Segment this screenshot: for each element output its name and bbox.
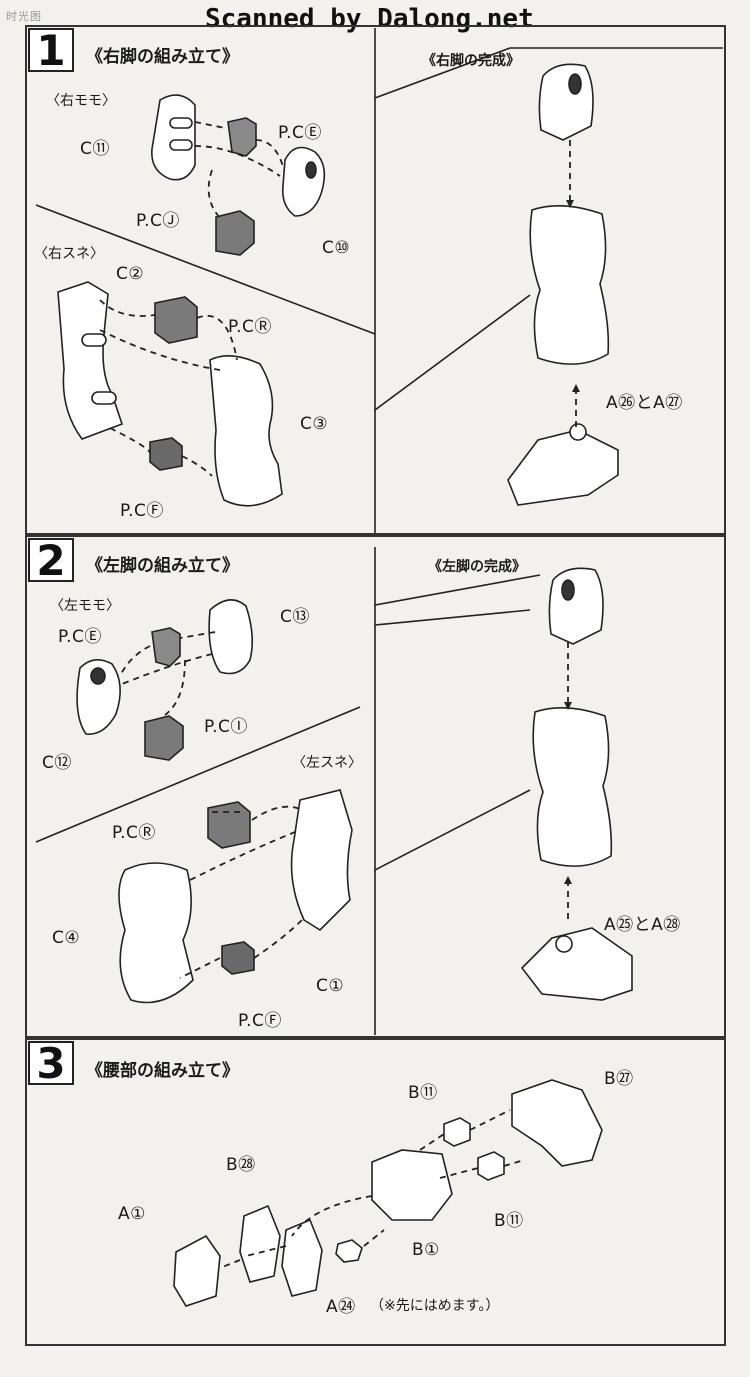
label-pc-r-1: P.CⓇ <box>228 317 272 337</box>
part-b27 <box>511 1079 603 1167</box>
part-b28-2 <box>281 1218 323 1297</box>
label-right-foot: A㉖とA㉗ <box>606 393 683 413</box>
label-pc-e-2: P.CⒺ <box>58 627 102 647</box>
label-left-foot: A㉕とA㉘ <box>604 915 681 935</box>
step3-frame <box>25 1038 726 1346</box>
step1-title: 《右脚の組み立て》 <box>86 47 239 67</box>
part-c3 <box>209 355 283 507</box>
part-c4 <box>118 862 194 1004</box>
step1-divider-right <box>374 294 531 412</box>
part-pc-i <box>144 715 184 761</box>
part-left-leg-mid <box>532 707 613 867</box>
step3-number: 3 <box>28 1041 74 1085</box>
label-a24-note: （※先にはめます。） <box>370 1298 500 1314</box>
part-c10 <box>281 146 326 217</box>
part-right-foot <box>507 429 619 506</box>
label-c3: C③ <box>300 414 329 434</box>
label-c2: C② <box>116 264 145 284</box>
step2-complete-title: 《左脚の完成》 <box>428 559 526 575</box>
label-c12: C⑫ <box>42 753 72 773</box>
label-pc-f-1: P.CⒻ <box>120 501 164 521</box>
label-c10: C⑩ <box>322 238 351 258</box>
part-b11-right <box>477 1151 505 1181</box>
part-c2 <box>57 281 124 440</box>
step1-complete-title: 《右脚の完成》 <box>422 53 520 69</box>
part-pc-e-1 <box>227 117 257 157</box>
part-right-leg-mid <box>529 205 610 365</box>
step2-sub-thigh: 〈左モモ〉 <box>50 598 120 614</box>
label-a24: A㉔ <box>326 1297 356 1317</box>
label-pc-f-2: P.CⒻ <box>238 1011 282 1031</box>
part-left-leg-top <box>548 567 604 645</box>
part-c13 <box>208 599 254 675</box>
step3-title: 《腰部の組み立て》 <box>86 1061 239 1081</box>
part-c1 <box>290 789 353 932</box>
step1-sub-thigh: 〈右モモ〉 <box>46 93 116 109</box>
step2-title: 《左脚の組み立て》 <box>86 556 239 576</box>
step1-number: 1 <box>28 28 74 72</box>
part-b11-top <box>443 1117 471 1147</box>
step1-divider-diag <box>35 204 376 335</box>
part-right-leg-top <box>538 63 594 141</box>
part-a1 <box>173 1234 221 1307</box>
part-pc-f-1 <box>149 437 183 471</box>
part-pc-r-1 <box>154 296 198 344</box>
label-pc-j: P.CⒿ <box>136 211 180 231</box>
label-a1: A① <box>118 1204 146 1224</box>
label-c13: C⑬ <box>280 607 310 627</box>
step2-sub-shin: 〈左スネ〉 <box>292 755 362 771</box>
label-b1: B① <box>412 1240 440 1260</box>
part-pc-r-2 <box>207 801 251 849</box>
label-c1: C① <box>316 976 345 996</box>
step2-divider-right <box>374 625 531 872</box>
label-c4: C④ <box>52 928 81 948</box>
step1-frame <box>25 25 726 535</box>
part-c12 <box>76 659 121 735</box>
part-b28 <box>239 1204 281 1283</box>
label-b11-right: B⑪ <box>494 1211 524 1231</box>
part-pc-e-2 <box>151 627 181 667</box>
part-pc-j <box>215 210 255 256</box>
label-b27: B㉗ <box>604 1069 634 1089</box>
part-a24 <box>335 1239 363 1263</box>
scanned-by-header: Scanned by Dalong.net <box>205 4 534 34</box>
label-c11: C⑪ <box>80 139 110 159</box>
step1-sub-shin: 〈右スネ〉 <box>34 246 104 262</box>
label-pc-e-1: P.CⒺ <box>278 123 322 143</box>
label-b28: B㉘ <box>226 1155 256 1175</box>
step1-divider-top <box>374 28 723 100</box>
part-c11 <box>151 94 196 181</box>
part-b1 <box>371 1149 453 1221</box>
step2-divider-diag <box>35 706 361 843</box>
label-pc-i: P.CⒾ <box>204 717 248 737</box>
watermark-text: 时光图 <box>6 10 42 23</box>
step2-number: 2 <box>28 538 74 582</box>
label-pc-r-2: P.CⓇ <box>112 823 156 843</box>
part-pc-f-2 <box>221 941 255 975</box>
label-b11-top: B⑪ <box>408 1083 438 1103</box>
step2-frame <box>25 535 726 1038</box>
part-left-foot <box>520 927 633 1001</box>
